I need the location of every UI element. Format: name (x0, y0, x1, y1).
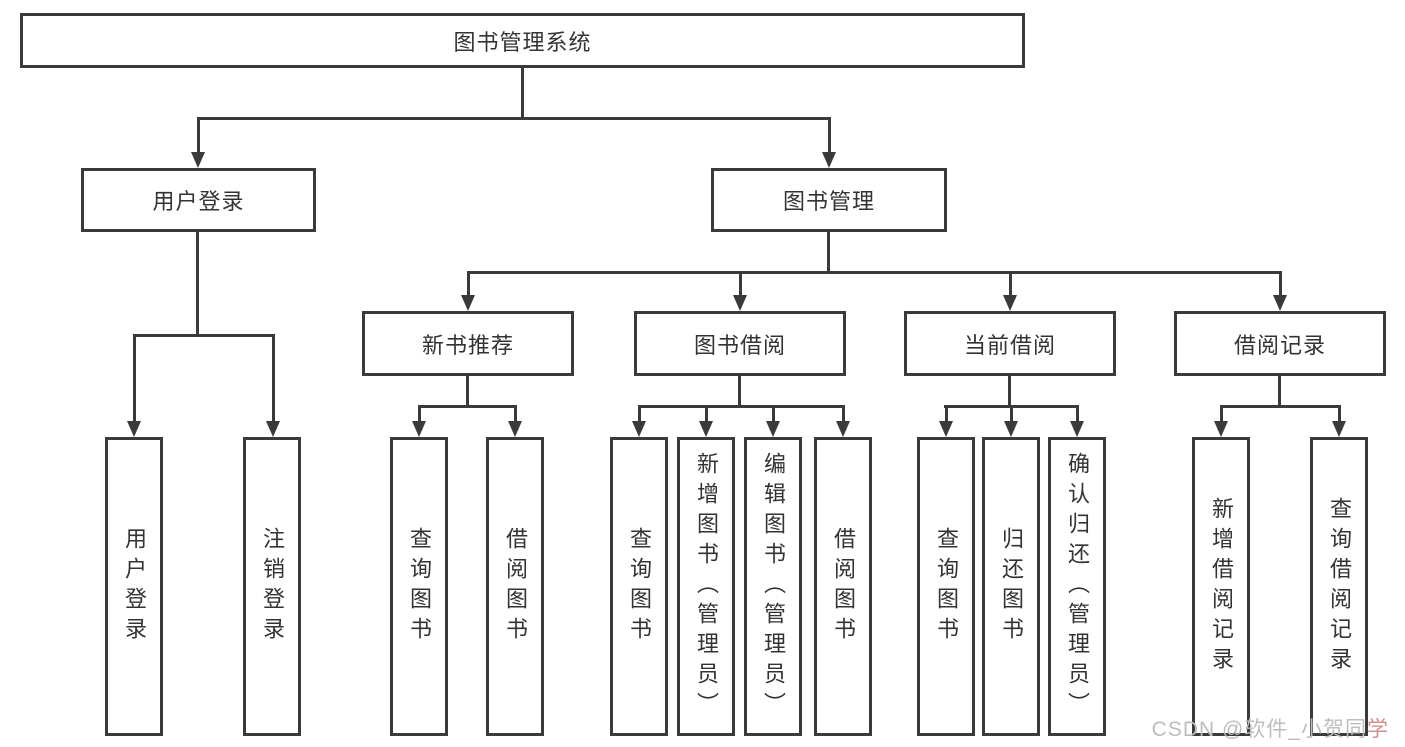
connector-arrow (939, 405, 953, 437)
leaf-cb-return-books: 归还图书 (982, 437, 1040, 736)
connector-line (638, 405, 845, 408)
leaf-user-login-label: 用户登录 (122, 526, 147, 647)
connector-arrow (733, 271, 747, 311)
leaf-logout: 注销登录 (243, 437, 301, 736)
connector-arrow (191, 117, 205, 168)
connector-line (1008, 376, 1011, 407)
connector-line (1220, 405, 1341, 408)
connector-line (1278, 376, 1281, 407)
connector-arrow (412, 405, 426, 437)
connector-arrow (836, 405, 850, 437)
leaf-br-add-record-label: 新增借阅记录 (1209, 496, 1234, 677)
node-borrow-records: 借阅记录 (1174, 311, 1386, 376)
leaf-bb-query-books: 查询图书 (610, 437, 668, 736)
leaf-cb-return-books-label: 归还图书 (999, 526, 1024, 647)
node-current-borrow: 当前借阅 (904, 311, 1116, 376)
node-book-management-label: 图书管理 (782, 189, 875, 214)
connector-arrow (1003, 271, 1017, 311)
leaf-br-add-record: 新增借阅记录 (1192, 437, 1250, 736)
csdn-watermark-text: CSDN @软件_小贺同 (1151, 718, 1367, 741)
connector-line (196, 232, 199, 335)
node-current-borrow-label: 当前借阅 (963, 332, 1056, 358)
connector-arrow (1273, 271, 1287, 311)
leaf-bb-query-books-label: 查询图书 (627, 526, 652, 647)
connector-arrow (1004, 405, 1018, 437)
node-new-book-recommend: 新书推荐 (362, 311, 574, 376)
node-book-borrow-label: 图书借阅 (693, 332, 786, 358)
leaf-nbr-query-books-label: 查询图书 (407, 526, 432, 647)
leaf-bb-borrow-books: 借阅图书 (814, 437, 872, 736)
connector-line (418, 405, 517, 408)
csdn-watermark-accent: 学 (1367, 718, 1389, 741)
leaf-bb-edit-books-admin-label: 编辑图书（管理员） (761, 451, 786, 722)
connector-arrow (1332, 405, 1346, 437)
leaf-cb-confirm-return-admin: 确认归还（管理员） (1048, 437, 1106, 736)
leaf-nbr-borrow-books: 借阅图书 (486, 437, 544, 736)
leaf-cb-query-books-label: 查询图书 (934, 526, 959, 647)
leaf-bb-add-books-admin-label: 新增图书（管理员） (694, 451, 719, 722)
leaf-nbr-query-books: 查询图书 (390, 437, 448, 736)
connector-line (197, 117, 831, 120)
connector-line (738, 376, 741, 407)
leaf-bb-borrow-books-label: 借阅图书 (831, 526, 856, 647)
leaf-user-login: 用户登录 (105, 437, 163, 736)
node-root: 图书管理系统 (20, 13, 1025, 68)
connector-arrow (822, 117, 836, 168)
leaf-cb-query-books: 查询图书 (917, 437, 975, 736)
connector-arrow (508, 405, 522, 437)
connector-line (827, 232, 830, 272)
connector-arrow (1070, 405, 1084, 437)
connector-line (467, 271, 1281, 274)
connector-arrow (461, 271, 475, 311)
connector-arrow (766, 405, 780, 437)
connector-line (466, 376, 469, 407)
connector-arrow (632, 405, 646, 437)
leaf-nbr-borrow-books-label: 借阅图书 (503, 526, 528, 647)
connector-arrow (699, 405, 713, 437)
leaf-bb-edit-books-admin: 编辑图书（管理员） (744, 437, 802, 736)
leaf-cb-confirm-return-admin-label: 确认归还（管理员） (1065, 451, 1090, 722)
connector-line (133, 334, 274, 337)
connector-line (521, 68, 524, 118)
leaf-br-query-record: 查询借阅记录 (1310, 437, 1368, 736)
node-user-login-label: 用户登录 (152, 189, 245, 214)
leaf-br-query-record-label: 查询借阅记录 (1327, 496, 1352, 677)
node-book-management: 图书管理 (711, 168, 947, 232)
connector-arrow (127, 334, 141, 437)
node-book-borrow: 图书借阅 (634, 311, 846, 376)
leaf-logout-label: 注销登录 (260, 526, 285, 647)
node-root-label: 图书管理系统 (453, 29, 592, 55)
node-user-login: 用户登录 (81, 168, 316, 232)
leaf-bb-add-books-admin: 新增图书（管理员） (677, 437, 735, 736)
csdn-watermark: CSDN @软件_小贺同学 (1152, 713, 1389, 743)
node-new-book-recommend-label: 新书推荐 (421, 332, 514, 358)
connector-arrow (266, 334, 280, 437)
connector-arrow (1214, 405, 1228, 437)
node-borrow-records-label: 借阅记录 (1233, 332, 1326, 358)
